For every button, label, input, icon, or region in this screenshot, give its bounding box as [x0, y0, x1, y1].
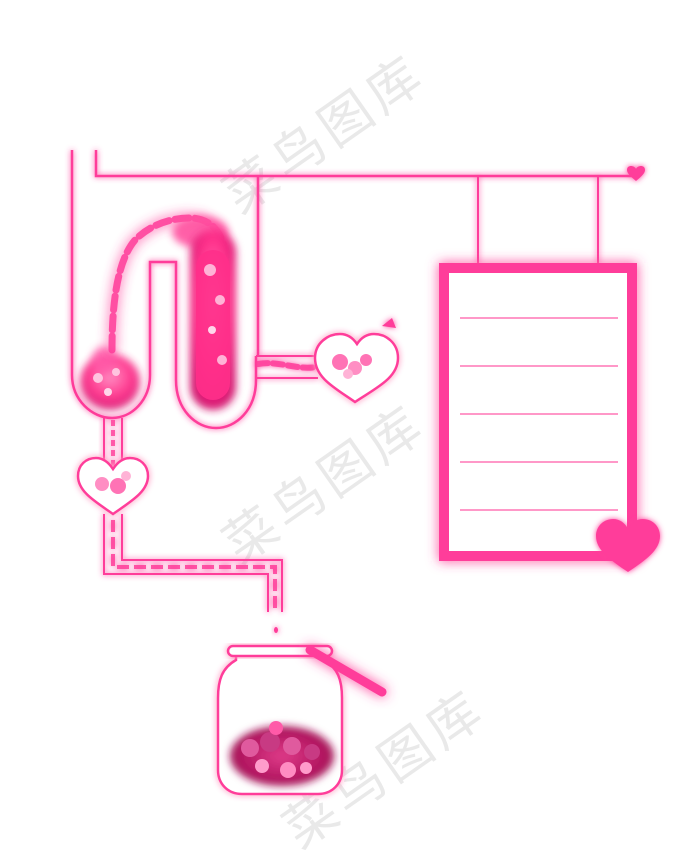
heart-jar [216, 644, 387, 796]
right-tube-liquid [190, 230, 236, 410]
notepad-corner-heart-icon [596, 519, 660, 572]
left-down-pipe [103, 418, 123, 470]
small-heart-icon [627, 166, 645, 181]
u-tube [70, 150, 258, 430]
watermark-text: 菜鸟图库 [213, 393, 437, 575]
left-tube-liquid [80, 346, 140, 410]
pipe-heart-icon [76, 456, 150, 516]
lower-pipe [103, 514, 283, 612]
right-pipe [255, 355, 323, 379]
flask-heart-icon [313, 318, 400, 404]
hanging-rail [94, 150, 632, 356]
notepad [439, 263, 637, 561]
watermark-text: 菜鸟图库 [213, 43, 437, 225]
